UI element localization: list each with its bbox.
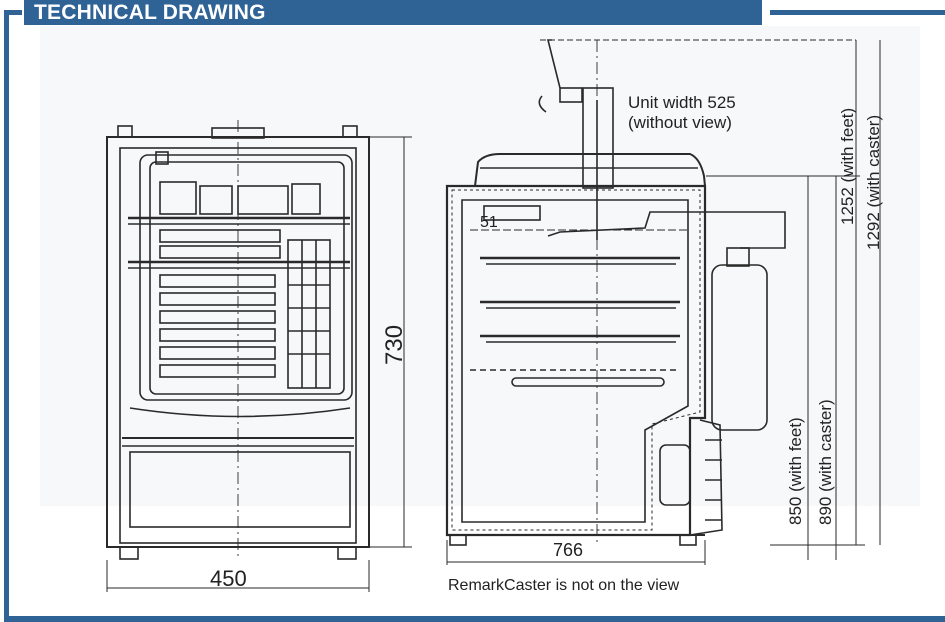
header-rule-left <box>4 10 22 15</box>
front-height-dimension: 730 <box>381 324 408 365</box>
side-view-outline <box>445 39 786 546</box>
counter-height-with-feet: 850 (with feet) <box>786 417 805 525</box>
front-width-dimension: 450 <box>210 566 247 591</box>
caster-remark: RemarkCaster is not on the view <box>448 577 680 594</box>
bottom-border-rule <box>4 616 945 622</box>
side-dimensions <box>446 40 881 565</box>
shelf-dimension: 51 <box>480 214 498 231</box>
unit-width-note: (without view) <box>628 113 732 132</box>
unit-width-label: Unit width 525 <box>628 93 736 112</box>
section-title: TECHNICAL DRAWING <box>24 0 762 25</box>
counter-height-with-caster: 890 (with caster) <box>816 399 835 525</box>
height-with-feet: 1252 (with feet) <box>838 107 857 225</box>
header-rule-right <box>770 10 945 15</box>
height-with-caster: 1292 (with caster) <box>864 114 883 250</box>
side-depth-dimension: 766 <box>553 540 584 560</box>
drawing-area <box>40 26 920 506</box>
left-border-rule <box>4 10 9 622</box>
front-dimensions <box>106 136 412 592</box>
